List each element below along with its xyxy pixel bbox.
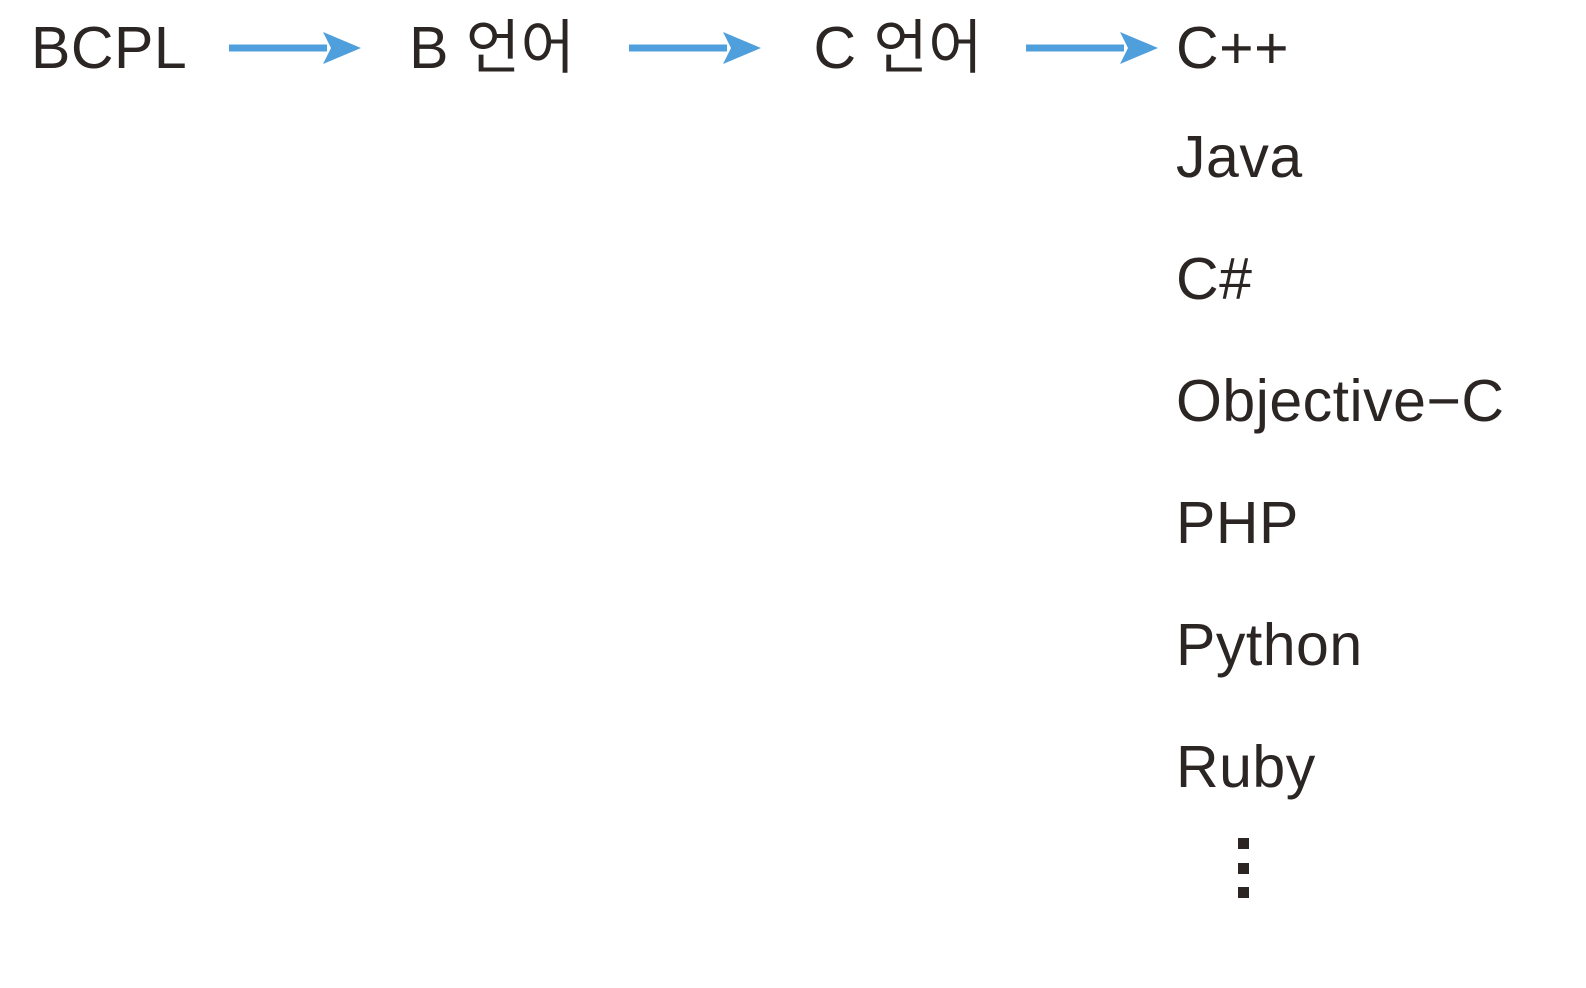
- list-item: C#: [1176, 245, 1253, 312]
- list-item: C++: [1176, 14, 1290, 81]
- chain-node-bcpl: BCPL: [31, 14, 188, 81]
- list-item: Ruby: [1176, 733, 1316, 800]
- chain-node-c-language: C 언어: [813, 14, 984, 81]
- ellipsis-dot: [1238, 862, 1249, 874]
- list-item: PHP: [1176, 489, 1299, 556]
- descendant-language-list: C++ Java C# Objective−C PHP Python Ruby: [1176, 0, 1576, 828]
- arrow-right-icon: [229, 32, 362, 64]
- list-item: Objective−C: [1176, 367, 1505, 434]
- arrow-right-icon: [1026, 32, 1159, 64]
- arrow-right-icon: [629, 32, 762, 64]
- ellipsis-dot: [1238, 887, 1249, 898]
- chain-node-b-language: B 언어: [409, 14, 576, 81]
- list-item: Python: [1176, 611, 1363, 678]
- ellipsis-dot: [1238, 838, 1249, 849]
- list-item: Java: [1176, 123, 1303, 190]
- evolution-chain: BCPL B 언어 C 언어: [0, 0, 1586, 96]
- vertical-ellipsis-icon: [1238, 838, 1278, 898]
